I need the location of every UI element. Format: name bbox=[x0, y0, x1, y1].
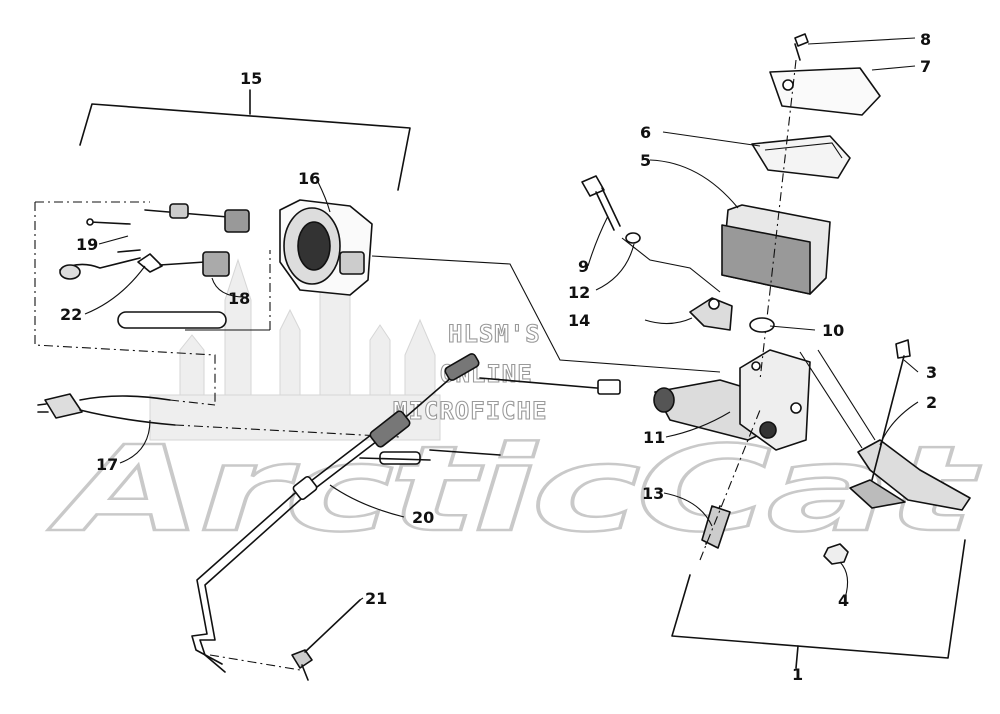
callout-19: 19 bbox=[76, 235, 98, 254]
cover-7 bbox=[769, 67, 881, 116]
callout-labels: 1 2 3 4 5 6 7 8 9 10 11 12 13 14 15 16 1… bbox=[60, 30, 937, 684]
callout-12: 12 bbox=[568, 283, 590, 302]
watermark-line-1: HLSM'S bbox=[448, 320, 541, 348]
nut-4 bbox=[823, 543, 849, 565]
callout-13: 13 bbox=[642, 484, 664, 503]
screw-13-axis bbox=[699, 409, 761, 561]
switch-housing-16 bbox=[279, 199, 373, 296]
callout-7: 7 bbox=[920, 57, 931, 76]
leader-lines bbox=[84, 37, 919, 601]
callout-20: 20 bbox=[412, 508, 434, 527]
callout-22: 22 bbox=[60, 305, 82, 324]
callout-14: 14 bbox=[568, 311, 590, 330]
brake-lever-2 bbox=[849, 439, 971, 511]
callout-6: 6 bbox=[640, 123, 651, 142]
callout-15: 15 bbox=[240, 69, 262, 88]
brake-cable-20 bbox=[191, 353, 621, 673]
callout-5: 5 bbox=[640, 151, 651, 170]
watermark-line-3: MICROFICHE bbox=[393, 397, 548, 425]
callout-10: 10 bbox=[822, 321, 844, 340]
arctic-cat-watermark-logo: ArcticCat bbox=[47, 420, 981, 558]
callout-18: 18 bbox=[228, 289, 250, 308]
callout-1: 1 bbox=[792, 665, 803, 684]
callout-9: 9 bbox=[578, 257, 589, 276]
callout-21: 21 bbox=[365, 589, 387, 608]
callout-17: 17 bbox=[96, 455, 118, 474]
callout-3: 3 bbox=[926, 363, 937, 382]
callout-16: 16 bbox=[298, 169, 320, 188]
callout-2: 2 bbox=[926, 393, 937, 412]
bolt-3 bbox=[871, 339, 911, 481]
callout-4: 4 bbox=[838, 591, 849, 610]
bolt-path-line bbox=[621, 237, 721, 293]
clamp-14 bbox=[689, 297, 733, 331]
fitting-21 bbox=[291, 599, 361, 681]
washer-12 bbox=[625, 232, 641, 244]
plug-and-wires-17 bbox=[37, 393, 401, 438]
wiring-dashed-boundary bbox=[34, 201, 271, 405]
watermark-line-2: ONLINE bbox=[440, 360, 533, 388]
reservoir-5 bbox=[721, 204, 831, 295]
screw-19 bbox=[86, 218, 141, 253]
oring-10 bbox=[749, 317, 775, 333]
group-bracket-15 bbox=[79, 89, 411, 191]
gasket-6 bbox=[751, 135, 851, 179]
callout-11: 11 bbox=[643, 428, 665, 447]
watermark: ArcticCat HLSM'S ONLINE MICROFICHE bbox=[46, 228, 986, 559]
bolt-9 bbox=[581, 175, 621, 231]
group-bracket-1 bbox=[671, 539, 966, 669]
connector-line-16-11 bbox=[371, 255, 721, 373]
lever-guide-lines bbox=[799, 349, 876, 449]
master-cylinder-11 bbox=[653, 349, 811, 451]
switch-wire-parts bbox=[59, 203, 250, 329]
callout-8: 8 bbox=[920, 30, 931, 49]
